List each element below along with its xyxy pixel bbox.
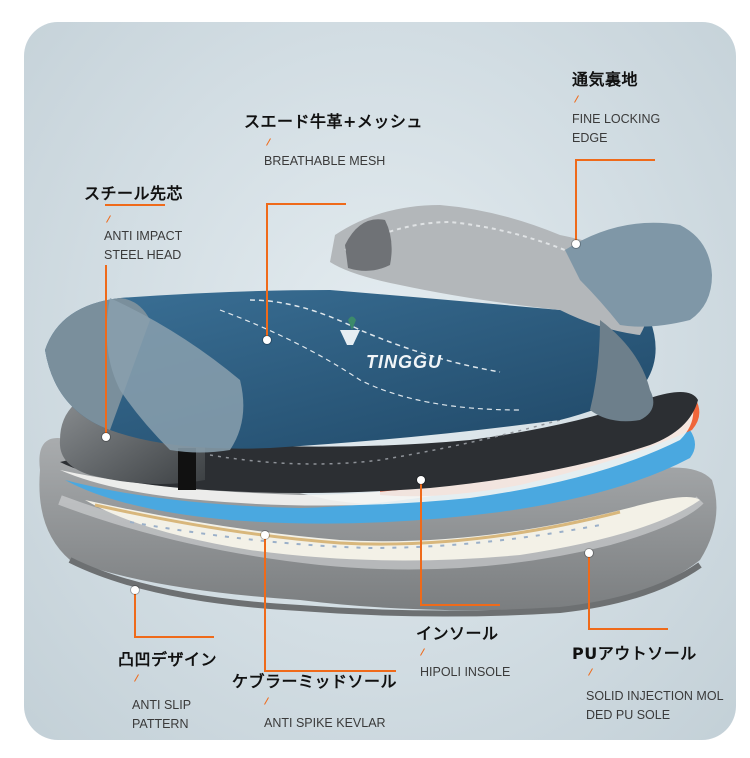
marker-steel bbox=[102, 433, 110, 441]
leader-mesh-v bbox=[266, 203, 268, 339]
label-steel-en-line1: ANTI IMPACT bbox=[104, 229, 183, 243]
label-insole-en: HIPOLI INSOLE bbox=[420, 665, 511, 679]
label-pattern-en: ANTI SLIP PATTERN bbox=[132, 696, 191, 734]
leader-steel-h bbox=[105, 204, 165, 206]
label-pu-en-line1: SOLID INJECTION MOL bbox=[586, 689, 724, 703]
marker-insole bbox=[417, 476, 425, 484]
leader-pu-h bbox=[588, 628, 668, 630]
label-pu-en: SOLID INJECTION MOL DED PU SOLE bbox=[586, 687, 724, 725]
toe-cap-slot bbox=[178, 448, 196, 490]
label-lining-jp: 通気裏地 bbox=[572, 70, 639, 89]
label-pu-jp: PUアウトソール bbox=[572, 644, 697, 663]
leader-pattern-v bbox=[134, 590, 136, 638]
label-kevlar-jp: ケブラーミッドソール bbox=[232, 672, 398, 691]
label-insole-jp: インソール bbox=[416, 624, 499, 643]
label-mesh-en: BREATHABLE MESH bbox=[264, 154, 386, 168]
label-lining-en: FINE LOCKING EDGE bbox=[572, 110, 660, 148]
leader-pattern-h bbox=[134, 636, 214, 638]
brand-logo-text: TINGGU bbox=[366, 352, 442, 372]
label-lining-en-line2: EDGE bbox=[572, 131, 608, 145]
marker-pattern bbox=[131, 586, 139, 594]
leader-kevlar-v bbox=[264, 535, 266, 672]
leader-steel-v bbox=[105, 265, 107, 437]
label-pattern-jp: 凸凹デザイン bbox=[118, 650, 218, 669]
label-pu-en-line2: DED PU SOLE bbox=[586, 708, 671, 722]
label-steel-en: ANTI IMPACT STEEL HEAD bbox=[104, 227, 182, 265]
insole bbox=[60, 391, 700, 524]
shoe-upper bbox=[45, 205, 712, 453]
marker-mesh bbox=[263, 336, 271, 344]
label-steel-jp: スチール先芯 bbox=[84, 184, 184, 203]
marker-lining bbox=[572, 240, 580, 248]
kevlar-midsole bbox=[85, 496, 700, 561]
label-pattern-en-line1: ANTI SLIP bbox=[132, 698, 192, 712]
label-kevlar-en: ANTI SPIKE KEVLAR bbox=[264, 716, 386, 730]
leader-mesh-h bbox=[266, 203, 346, 205]
leader-insole-h bbox=[420, 604, 500, 606]
label-mesh-jp: スエード牛革+メッシュ bbox=[244, 112, 423, 131]
label-pattern-en-line2: PATTERN bbox=[132, 717, 189, 731]
leader-lining-h bbox=[575, 159, 655, 161]
marker-kevlar bbox=[261, 531, 269, 539]
leader-lining-v bbox=[575, 159, 577, 244]
leader-kevlar-h bbox=[264, 670, 396, 672]
label-lining-en-line1: FINE LOCKING bbox=[572, 112, 661, 126]
marker-pu bbox=[585, 549, 593, 557]
leader-pu-v bbox=[588, 553, 590, 630]
label-steel-en-line2: STEEL HEAD bbox=[104, 248, 182, 262]
leader-insole-v bbox=[420, 480, 422, 606]
